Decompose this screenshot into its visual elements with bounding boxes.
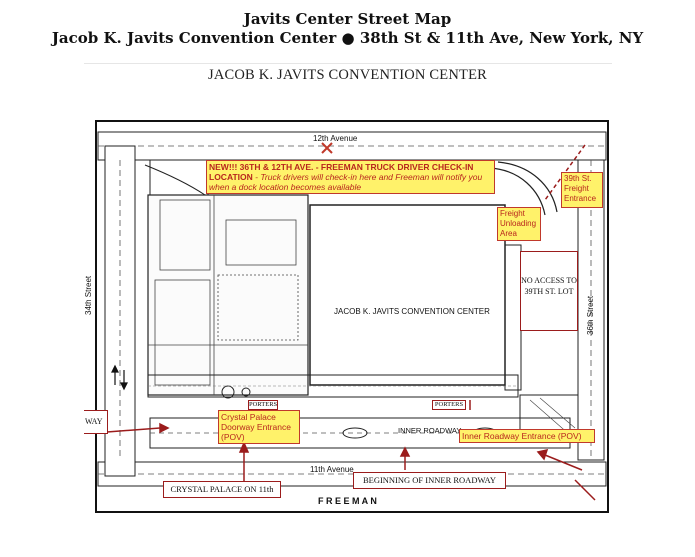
page-subtitle: Jacob K. Javits Convention Center ● 38th… — [51, 29, 644, 47]
label-inner-roadway: INNER ROADWAY — [398, 426, 462, 435]
label-34th-street: 34th Street — [84, 275, 93, 315]
crystal-palace-11th-box: CRYSTAL PALACE ON 11th — [163, 481, 281, 498]
callout-freight-unloading: Freight Unloading Area — [497, 207, 541, 241]
beginning-inner-roadway-box: BEGINNING OF INNER ROADWAY — [353, 472, 506, 489]
callout-inner-roadway-entrance: Inner Roadway Entrance (POV) — [459, 429, 595, 443]
label-building: JACOB K. JAVITS CONVENTION CENTER — [334, 307, 490, 316]
callout-freight-entrance: 39th St. Freight Entrance — [561, 172, 603, 208]
map-title: JACOB K. JAVITS CONVENTION CENTER — [207, 67, 488, 83]
main-exhibit-hall — [309, 204, 506, 386]
no-access-box: NO ACCESS TO 39TH ST. LOT — [520, 251, 578, 331]
divider — [84, 63, 612, 64]
way-box: WAY — [84, 410, 108, 434]
label-12th-avenue: 12th Avenue — [313, 134, 358, 143]
label-freeman: F R E E M A N — [318, 496, 377, 506]
porters-right: PORTERS — [432, 400, 466, 410]
callout-crystal-palace: Crystal Palace Doorway Entrance (POV) — [218, 410, 300, 444]
label-36th-street: 36th Street — [586, 295, 595, 335]
callout-freeman-checkin: NEW!!! 36TH & 12TH AVE. - FREEMAN TRUCK … — [206, 160, 495, 194]
south-pavilion — [147, 194, 309, 396]
porters-left: PORTERS — [248, 400, 278, 410]
page-title: Javits Center Street Map — [243, 10, 452, 28]
map-border — [95, 120, 609, 513]
label-11th-avenue: 11th Avenue — [310, 465, 354, 474]
